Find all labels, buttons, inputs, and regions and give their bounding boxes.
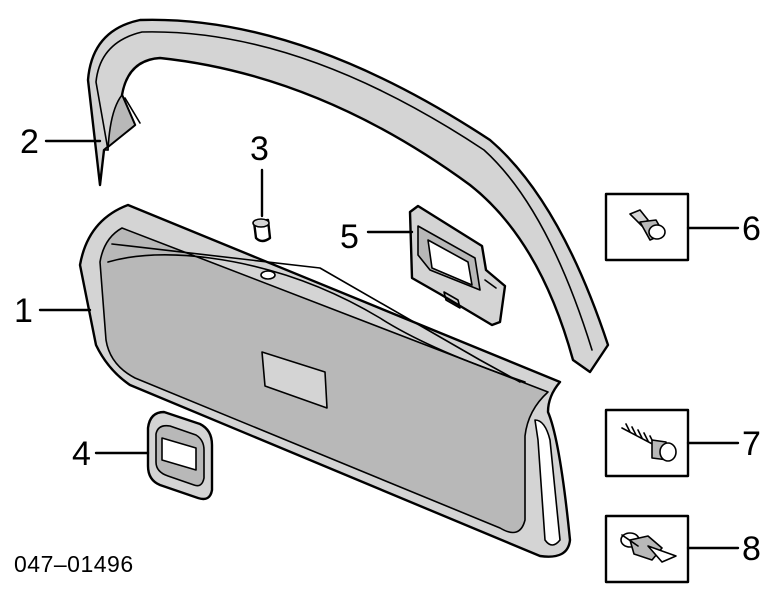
- part-3-clip[interactable]: [252, 218, 272, 243]
- callout-3[interactable]: 3: [250, 130, 269, 168]
- callout-1[interactable]: 1: [14, 292, 33, 330]
- part-2-upper-garnish[interactable]: [86, 18, 610, 374]
- callout-5[interactable]: 5: [340, 218, 359, 256]
- callout-4[interactable]: 4: [72, 435, 91, 473]
- part-8-rivet-clip[interactable]: [604, 514, 690, 584]
- part-6-push-clip[interactable]: [604, 192, 690, 262]
- callout-2[interactable]: 2: [20, 123, 39, 161]
- part-5-latch-bracket[interactable]: [408, 204, 507, 327]
- diagram-code: 047–01496: [14, 551, 134, 577]
- leader-lines: [38, 139, 740, 550]
- part-4-cover-pad[interactable]: [146, 410, 214, 501]
- callout-8[interactable]: 8: [742, 530, 761, 568]
- part-1-door-trim-panel[interactable]: [78, 203, 572, 558]
- callout-6[interactable]: 6: [742, 210, 761, 248]
- part-7-screw[interactable]: [604, 408, 690, 478]
- callout-7[interactable]: 7: [742, 425, 761, 463]
